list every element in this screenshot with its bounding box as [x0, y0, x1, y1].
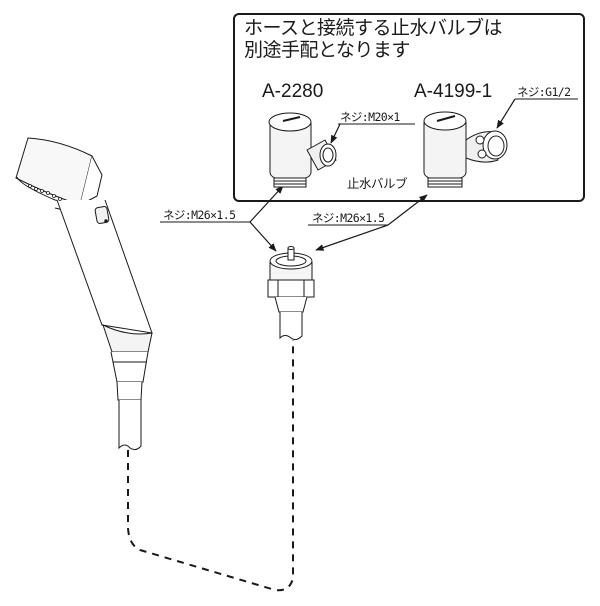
thread-label-m26-right: ネジ:M26×1.5 [312, 211, 385, 225]
stop-valve-caption: 止水バルブ [347, 176, 408, 191]
hose-fitting-drawing [267, 246, 315, 341]
valve-model-a4199: A-4199-1 [414, 81, 493, 102]
valve-a4199-drawing [423, 111, 508, 188]
leader-lines [160, 98, 578, 226]
valve-model-a2280: A-2280 [262, 81, 324, 102]
thread-label-m26-left: ネジ:M26×1.5 [163, 208, 236, 222]
note-text: ホースと接続する止水バルブは 別途手配となります [244, 17, 503, 61]
note-line-1: ホースと接続する止水バルブは [244, 17, 503, 39]
shower-head-drawing [15, 137, 153, 451]
valve-a2280-drawing [268, 112, 337, 188]
note-line-2: 別途手配となります [244, 39, 410, 61]
thread-label-g12: ネジ:G1/2 [517, 85, 571, 99]
thread-label-m20: ネジ:M20×1 [340, 110, 400, 124]
note-box [233, 13, 585, 202]
hose-dashed-line [127, 340, 294, 592]
arrows [249, 98, 516, 252]
